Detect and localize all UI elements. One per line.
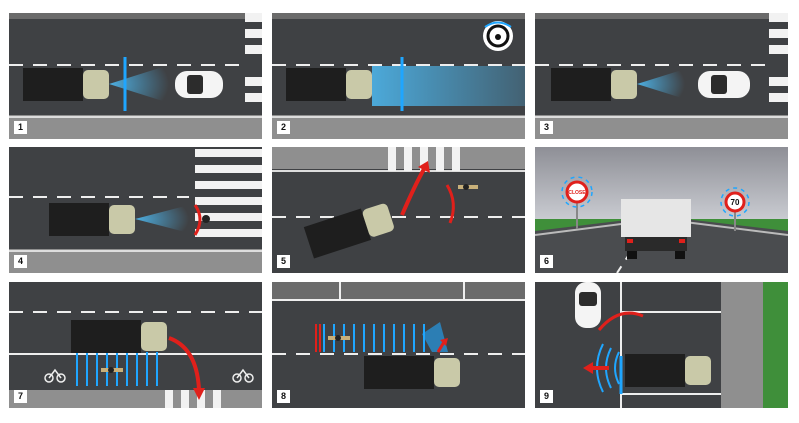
steering-wheel-icon bbox=[483, 21, 513, 51]
panel-1: 1 bbox=[9, 13, 262, 139]
panel-number: 1 bbox=[14, 121, 27, 134]
sign-left bbox=[561, 176, 593, 229]
blind-spot-lines bbox=[323, 324, 425, 352]
cyclist bbox=[328, 335, 350, 341]
grass bbox=[763, 282, 788, 408]
cyclist bbox=[458, 184, 478, 190]
truck bbox=[23, 68, 109, 101]
bike-lane-icon bbox=[232, 368, 254, 383]
scene-reversing-cross-traffic bbox=[535, 282, 788, 408]
truck bbox=[625, 354, 711, 387]
sign-left-text: CLOSE bbox=[568, 190, 586, 196]
warning-arc bbox=[445, 184, 455, 224]
pedestrian bbox=[202, 215, 210, 223]
truck bbox=[364, 356, 460, 389]
lane-beam bbox=[372, 66, 525, 106]
scene-adaptive-distance bbox=[535, 13, 788, 139]
truck bbox=[49, 203, 135, 236]
scene-pedestrian-detection bbox=[9, 147, 262, 273]
scene-lane-change-cyclist bbox=[272, 282, 525, 408]
warning-arc bbox=[597, 311, 644, 331]
car bbox=[698, 71, 750, 98]
crosswalk bbox=[245, 13, 262, 102]
truck bbox=[303, 203, 394, 259]
panel-number: 3 bbox=[540, 121, 553, 134]
scene-lane-keeping bbox=[272, 13, 525, 139]
panel-5: 5 bbox=[272, 147, 525, 273]
scene-blind-spot-right-turn bbox=[9, 282, 262, 408]
truck bbox=[71, 320, 167, 353]
scene-turn-cyclist bbox=[272, 147, 525, 273]
panel-4: 4 bbox=[9, 147, 262, 273]
car bbox=[575, 282, 601, 328]
scene-truck-car-ahead bbox=[9, 13, 262, 139]
lane-change-arrow bbox=[436, 341, 446, 353]
scene-sign-recognition: CLOSE 70 bbox=[535, 147, 788, 273]
panel-number: 5 bbox=[277, 255, 290, 268]
panel-8: 8 bbox=[272, 282, 525, 408]
cyclist bbox=[101, 367, 123, 373]
panel-6: CLOSE 70 6 bbox=[535, 147, 788, 273]
crosswalk bbox=[195, 149, 262, 237]
warning-arc bbox=[193, 204, 202, 236]
panel-number: 9 bbox=[540, 390, 553, 403]
sensor-beam bbox=[135, 205, 189, 233]
panel-2: 2 bbox=[272, 13, 525, 139]
truck bbox=[551, 68, 637, 101]
truck bbox=[286, 68, 372, 101]
panel-number: 7 bbox=[14, 390, 27, 403]
panel-number: 8 bbox=[277, 390, 290, 403]
panel-number: 6 bbox=[540, 255, 553, 268]
crosswalk bbox=[165, 390, 221, 408]
sign-right-text: 70 bbox=[731, 198, 740, 207]
sign-right bbox=[720, 187, 750, 231]
truck-rear bbox=[621, 199, 691, 259]
crosswalk bbox=[388, 147, 460, 171]
turn-arrow bbox=[168, 336, 201, 391]
panel-7: 7 bbox=[9, 282, 262, 408]
sensor-beam bbox=[637, 69, 685, 99]
sidewalk bbox=[721, 282, 763, 408]
panel-3: 3 bbox=[535, 13, 788, 139]
turn-arrow bbox=[400, 168, 426, 216]
panel-number: 4 bbox=[14, 255, 27, 268]
panel-number: 2 bbox=[277, 121, 290, 134]
crosswalk bbox=[769, 13, 788, 102]
panel-9: 9 bbox=[535, 282, 788, 408]
sensor-beam bbox=[109, 65, 169, 103]
bike-lane-icon bbox=[44, 368, 66, 383]
car bbox=[175, 71, 223, 98]
warning-lines bbox=[315, 324, 321, 352]
